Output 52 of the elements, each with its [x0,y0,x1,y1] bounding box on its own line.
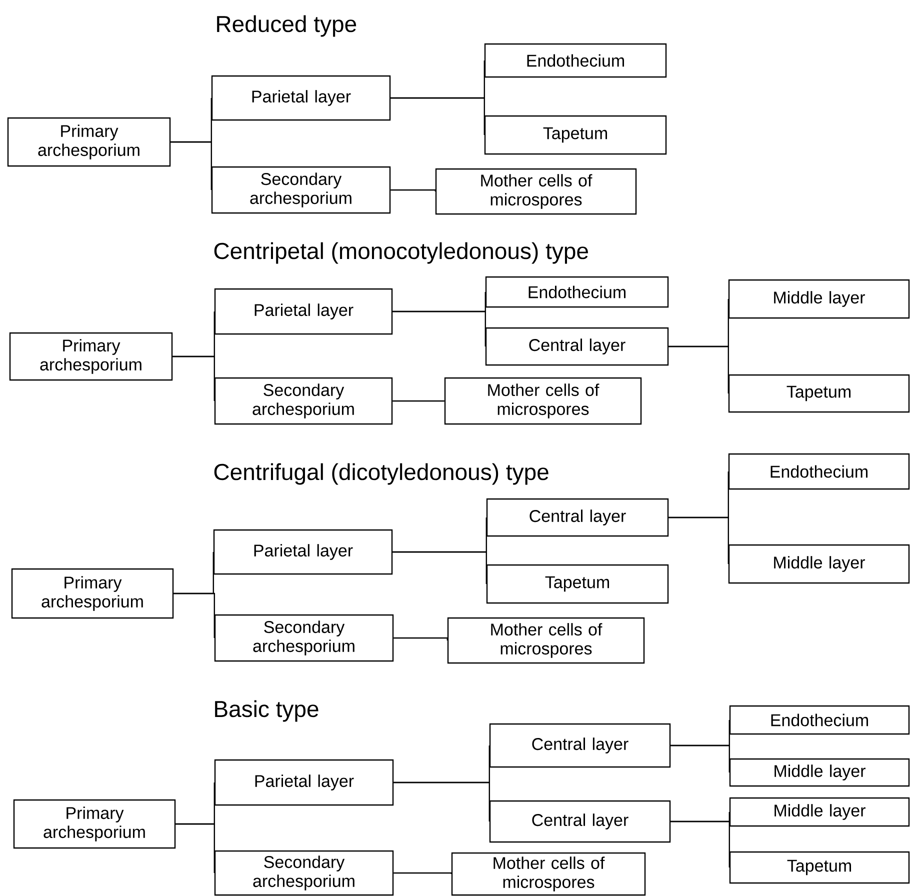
layer-box: Secondary archesporium [214,614,394,662]
section-title: Centrifugal (dicotyledonous) type [214,463,548,485]
connector-line [394,637,448,640]
layer-box: Primary archesporium [9,332,173,381]
layer-box: Parietal layer [214,759,394,806]
connector-line [170,141,212,190]
layer-box: Mother cells of microspores [447,617,645,664]
connector-line [394,872,452,874]
layer-box: Endothecium [729,705,910,735]
connector-line [392,400,444,402]
layer-box: Primary archesporium [13,799,176,849]
layer-box: Endothecium [484,43,667,78]
layer-box: Mother cells of microspores [435,168,637,215]
layer-box: Tapetum [728,374,910,413]
layer-box: Middle layer [729,758,910,787]
connector-line [670,744,730,772]
layer-box: Endothecium [485,276,669,308]
layer-box: Middle layer [728,279,910,319]
connector-line [390,97,485,135]
layer-box: Central layer [489,723,671,768]
connector-line [670,820,730,868]
connector-line [390,189,436,192]
layer-box: Mother cells of microspores [444,377,642,425]
layer-box: Central layer [485,327,669,366]
layer-box: Central layer [489,800,671,843]
layer-box: Tapetum [729,851,910,884]
connector-line [176,823,215,873]
connector-line [394,782,490,822]
layer-box: Secondary archesporium [214,377,393,425]
connector-line [668,346,729,394]
layer-box: Central layer [486,498,669,537]
connector-line [392,310,486,346]
layer-box: Endothecium [728,453,910,490]
connector-line [174,592,215,638]
section-title: Basic type [215,700,318,722]
layer-box: Mother cells of microspores [451,852,646,896]
layer-box: Tapetum [484,115,667,155]
layer-box: Primary archesporium [7,117,171,167]
section-title: Reduced type [217,15,356,37]
layer-box: Middle layer [728,544,910,584]
connector-line [668,516,729,564]
section-title: Centripetal (monocotyledonous) type [214,242,588,264]
layer-box: Secondary archesporium [214,850,394,896]
layer-box: Middle layer [729,797,910,827]
layer-box: Parietal layer [211,75,391,121]
layer-box: Tapetum [486,564,669,604]
connector-line [392,551,487,584]
layer-box: Secondary archesporium [211,166,391,214]
layer-box: Primary archesporium [11,568,174,619]
layer-box: Parietal layer [213,529,393,575]
connector-line [172,356,215,401]
layer-box: Parietal layer [214,288,393,335]
